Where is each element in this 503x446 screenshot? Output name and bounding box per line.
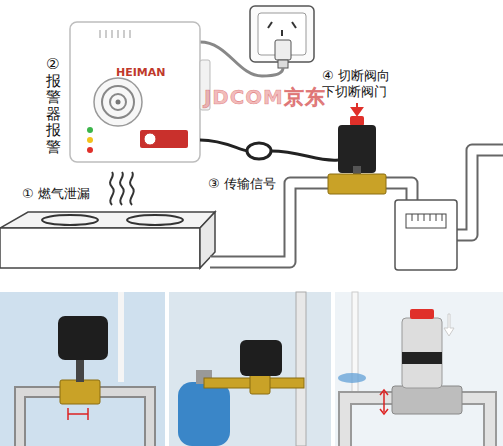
photo-left-part [0,292,165,446]
photo-right-part [444,314,454,336]
photo-right-part [335,292,503,446]
shutoff-valve [328,103,386,194]
gas-alarm-part [87,127,93,133]
photo-left-part [76,358,84,382]
gas-leak-waves-part [120,172,124,205]
gas-pipe [210,150,503,262]
power-plug-part [275,40,291,60]
power-outlet-part [281,30,283,36]
gas-alarm-part [99,30,101,38]
gas-alarm-part [117,30,119,38]
photo-right-part [402,352,442,364]
gas-pipe-part [210,183,330,262]
watermark: JDCOM京东 [204,86,326,110]
signal-cable-part [200,140,248,151]
photo-left-part [58,316,108,360]
shutoff-valve-part [350,116,364,126]
photo-right-part [402,318,442,388]
gas-meter-part [418,214,419,221]
gas-meter-part [442,214,443,221]
gas-leak-waves-part [110,172,114,205]
step-label: ③ 传输信号 [208,176,276,192]
photo-right-part [380,390,388,414]
gas-meter-part [424,214,425,221]
gas-pipe-part [384,183,412,200]
gas-stove-part [0,212,215,228]
power-plug [275,40,291,68]
signal-cable-part [271,151,338,160]
photo-left-part [68,413,88,415]
gas-pipe-part [455,150,503,235]
gas-alarm-part [70,22,200,162]
gas-alarm-part [105,30,107,38]
gas-alarm-part [87,137,93,143]
gas-meter-part [430,214,431,221]
photo-right-part [410,309,434,319]
photo-middle [169,292,331,446]
gas-alarm-part [102,86,134,118]
gas-alarm-part [129,30,131,38]
gas-alarm-part [111,30,113,38]
gas-stove [0,212,215,268]
photo-right [335,292,503,446]
photo-right-part [392,386,462,414]
step-label: ① 燃气泄漏 [22,186,90,202]
gas-leak-waves [110,172,134,205]
brand-text: HEIMAN [116,66,194,79]
photo-middle-part [169,292,331,446]
gas-meter-part [395,200,457,270]
gas-pipe-part [384,183,412,200]
gas-meter-part [406,214,446,228]
gas-pipe-part [455,150,503,235]
vertical-step-label: ② 报警器报警 [46,56,61,155]
photo-left-part [118,292,124,382]
shutoff-valve-part [328,174,386,194]
photo-right-part [383,392,385,412]
photo-middle-part [296,292,306,446]
gas-alarm-part [94,78,142,126]
power-outlet [250,6,314,62]
gas-alarm-part [123,30,125,38]
shutoff-valve-part [352,103,362,115]
shutoff-valve-part [338,125,376,173]
gas-alarm-part [110,94,126,110]
gas-stove-part [42,215,98,225]
power-outlet-part [292,22,296,28]
photo-left-part [60,380,100,404]
gas-leak-waves-part [130,172,134,205]
signal-cable [200,140,338,160]
power-plug-part [278,60,288,68]
gas-meter [395,200,457,270]
gas-alarm-part [140,130,188,148]
photo-middle-part [178,382,230,446]
power-outlet-part [250,6,314,62]
photo-left [0,292,165,446]
power-outlet-part [268,22,272,28]
gas-alarm-part [144,133,156,145]
photo-right-part [338,373,366,383]
signal-cable-part [247,143,271,159]
gas-meter-part [412,214,413,221]
step-label: ④ 切断阀向下切断阀门 [322,68,402,99]
gas-alarm-part [87,147,93,153]
gas-stove-part [0,228,200,268]
alarm-device: HEIMAN [70,22,200,162]
power-cable [200,42,283,76]
gas-alarm-part [116,100,121,105]
gas-meter-part [436,214,437,221]
photo-middle-part [240,340,282,376]
gas-alarm [70,22,210,162]
gas-stove-part [127,215,183,225]
gas-pipe-part [210,183,330,262]
